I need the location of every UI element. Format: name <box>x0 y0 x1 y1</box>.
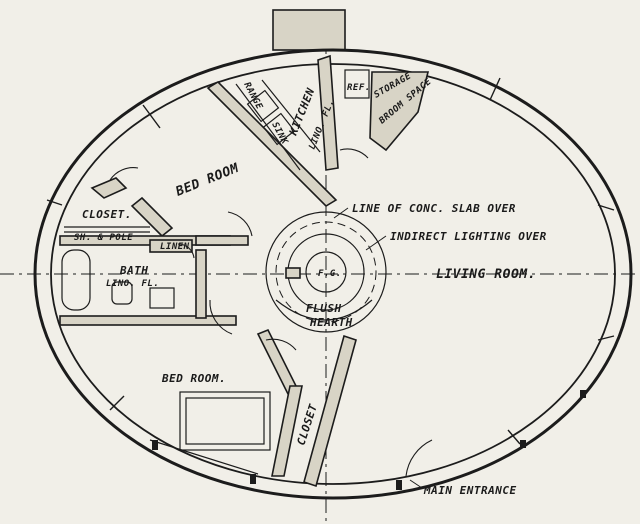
label-slab-line: LINE OF CONC. SLAB OVER <box>352 202 516 215</box>
fireplace-hearth <box>265 211 387 333</box>
label-hearth: HEARTH <box>309 316 353 329</box>
label-closet-left: CLOSET. <box>82 208 132 221</box>
label-bedroom-top: BED ROOM <box>173 161 242 200</box>
bottom-bedroom-walls <box>149 328 357 488</box>
leader-lines <box>333 207 423 489</box>
label-bath-floor: LINO. FL. <box>106 279 159 289</box>
label-indirect-lighting: INDIRECT LIGHTING OVER <box>390 230 547 243</box>
label-flush: FLUSH <box>306 302 342 315</box>
label-ref: REF. <box>347 83 371 93</box>
chimney <box>272 9 346 51</box>
outer-wall <box>33 48 633 500</box>
label-fireplace: F.G. <box>318 269 342 279</box>
label-bedroom-bottom: BED ROOM. <box>161 372 226 385</box>
label-living-room: LIVING ROOM. <box>436 267 536 282</box>
door-swings <box>109 148 433 477</box>
wall-stubs <box>152 390 586 490</box>
window-marks <box>46 77 615 445</box>
label-bath: BATH <box>119 264 149 277</box>
label-shelf-pole: SH. & POLE <box>74 233 133 243</box>
kitchen-walls <box>206 54 430 208</box>
top-bedroom-walls <box>59 177 249 246</box>
label-main-entrance: MAIN ENTRANCE <box>423 484 517 497</box>
label-linen: LINEN <box>160 242 190 252</box>
bath-walls <box>59 239 237 326</box>
